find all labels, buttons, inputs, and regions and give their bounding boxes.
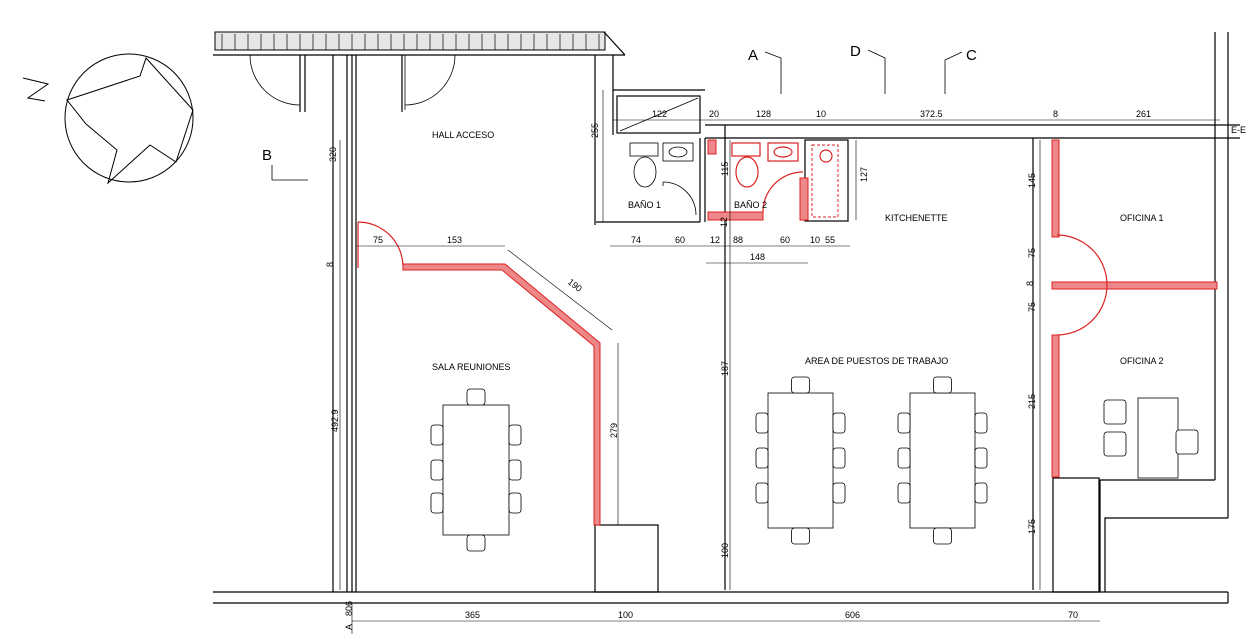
dim-label: 12 <box>719 217 729 227</box>
dim-label: 10 <box>810 235 820 245</box>
section-b-label: B <box>262 147 272 164</box>
room-hall: HALL ACCESO <box>432 130 494 140</box>
section-marks: A D C B E-E <box>262 43 1246 181</box>
section-d-label: D <box>850 43 861 60</box>
dim-label: 606 <box>845 610 860 620</box>
room-oficina2: OFICINA 2 <box>1120 356 1164 366</box>
dim-label: 128 <box>756 109 771 119</box>
chair <box>1103 399 1127 425</box>
room-bano2: BAÑO 2 <box>734 200 767 210</box>
dim-label: 75 <box>1027 302 1037 312</box>
room-sala: SALA REUNIONES <box>432 362 511 372</box>
section-a-label: A <box>748 47 758 64</box>
chair <box>508 424 522 446</box>
top-exterior-wall <box>213 31 626 56</box>
dim-label: 100 <box>720 543 730 558</box>
dim-label: 153 <box>447 235 462 245</box>
dimension-lines <box>339 90 1220 634</box>
chair <box>430 492 444 514</box>
doors <box>249 54 697 216</box>
chair <box>1175 429 1199 455</box>
chair <box>466 388 486 406</box>
dim-label: 320 <box>328 147 338 162</box>
dim-label: 20 <box>709 109 719 119</box>
chair <box>832 482 846 504</box>
chair <box>1103 431 1127 457</box>
dim-label: 75 <box>373 235 383 245</box>
section-c-label: C <box>966 47 977 64</box>
new-partitions <box>357 139 1218 526</box>
dim-label: 10 <box>816 109 826 119</box>
chair <box>897 482 911 504</box>
exterior-walls <box>213 32 1240 604</box>
dim-label: 55 <box>825 235 835 245</box>
dim-label: 215 <box>1027 394 1037 409</box>
dim-label: 75 <box>1027 248 1037 258</box>
dim-label: 145 <box>1027 173 1037 188</box>
dim-label: A <box>344 624 354 630</box>
chair <box>430 424 444 446</box>
chair <box>832 447 846 469</box>
chair <box>933 376 952 394</box>
chair <box>832 412 846 434</box>
dim-label: 115 <box>720 162 730 176</box>
dim-label: 8 <box>325 262 335 267</box>
chair <box>974 447 988 469</box>
dim-label: 74 <box>631 235 641 245</box>
chair <box>466 534 486 552</box>
chair <box>897 412 911 434</box>
room-bano1: BAÑO 1 <box>628 200 661 210</box>
dim-label: 175 <box>1027 519 1037 534</box>
chair <box>974 412 988 434</box>
dim-label: 492.9 <box>330 409 340 432</box>
dim-label: 372.5 <box>920 109 943 119</box>
chair <box>974 482 988 504</box>
chair <box>933 527 952 545</box>
dim-label: 122 <box>652 109 667 119</box>
dim-label: 187 <box>720 361 730 376</box>
section-ee-label: E-E <box>1231 125 1246 135</box>
dim-label: 8 <box>1025 281 1035 286</box>
north-arrow: N <box>22 53 194 185</box>
dim-label: 70 <box>1068 610 1078 620</box>
room-labels: HALL ACCESO SALA REUNIONES AREA DE PUEST… <box>432 130 1164 372</box>
room-kitchen: KITCHENETTE <box>885 213 948 223</box>
chair <box>791 376 810 394</box>
dim-label: 806 <box>344 601 354 616</box>
chair <box>430 459 444 481</box>
dim-label: 60 <box>780 235 790 245</box>
chair <box>508 459 522 481</box>
dim-label: 8 <box>1053 109 1058 119</box>
dim-label: 60 <box>675 235 685 245</box>
dim-label: 365 <box>465 610 480 620</box>
dim-label: 190 <box>566 277 584 294</box>
dim-label: 127 <box>859 167 869 182</box>
room-area: AREA DE PUESTOS DE TRABAJO <box>805 356 948 366</box>
dim-label: 148 <box>750 252 765 262</box>
dim-label: 255 <box>590 123 600 138</box>
dim-label: 100 <box>618 610 633 620</box>
dimension-labels: 122 20 128 10 372.5 8 261 74 60 12 88 60… <box>325 109 1151 630</box>
bath-fixtures <box>629 142 833 188</box>
room-oficina1: OFICINA 1 <box>1120 213 1164 223</box>
dim-label: 12 <box>710 235 720 245</box>
dim-label: 88 <box>733 235 743 245</box>
chair <box>755 447 769 469</box>
chair <box>897 447 911 469</box>
furniture <box>430 376 1199 552</box>
chair <box>791 527 810 545</box>
chair <box>508 492 522 514</box>
dim-label: 261 <box>1136 109 1151 119</box>
chair <box>755 412 769 434</box>
chair <box>755 482 769 504</box>
dim-label: 279 <box>609 423 619 438</box>
